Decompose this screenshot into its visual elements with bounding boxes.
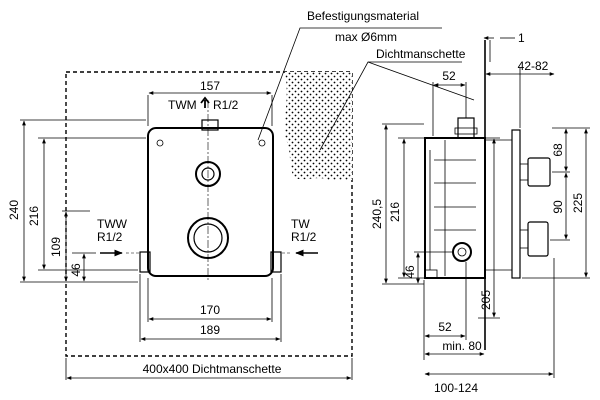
dim-170-text: 170 [200, 303, 220, 317]
dim-42-82-text: 42-82 [518, 59, 549, 73]
dim-225-text: 225 [571, 193, 585, 213]
dim-157-text: 157 [200, 79, 220, 93]
dim-100-124-text: 100-124 [434, 381, 478, 395]
tww-thread-label: R1/2 [97, 230, 123, 244]
dim-240-text: 240 [7, 200, 21, 220]
hatched-wall-area [284, 72, 352, 180]
twm-thread-label: R1/2 [213, 98, 239, 112]
fixing-material-label: Befestigungsmaterial [307, 9, 419, 23]
sealing-collar-label: Dichtmanschette [376, 47, 466, 61]
dim-189-text: 189 [200, 323, 220, 337]
top-connection-stub [201, 119, 219, 131]
mounting-lug-left [139, 251, 151, 273]
dim-205-text: 205 [479, 290, 493, 310]
side-view: 1 42-82 52 240,5 216 46 68 90 225 [370, 31, 590, 395]
dim-52-bottom-text: 52 [438, 320, 452, 334]
dim-46-side-text: 46 [403, 265, 417, 279]
screw-top-left [156, 139, 164, 147]
dim-1-text: 1 [518, 31, 525, 45]
dim-216-side-text: 216 [388, 202, 402, 222]
dim-216-text: 216 [27, 206, 41, 226]
dim-109-text: 109 [49, 237, 63, 257]
collar-size-label: 400x400 Dichtmanschette [143, 362, 282, 376]
tww-label: TWW [97, 217, 128, 231]
dim-52-top-text: 52 [442, 69, 456, 83]
side-knob-bottom [527, 221, 549, 257]
tw-thread-label: R1/2 [291, 230, 317, 244]
side-inlet [452, 242, 472, 262]
mixer-body [147, 127, 274, 277]
dim-68-text: 68 [551, 143, 565, 157]
twm-label: TWM [168, 98, 197, 112]
screw-top-right [258, 139, 266, 147]
cover-plate [511, 129, 521, 279]
fixing-material-size-label: max Ø6mm [335, 30, 397, 44]
front-view: TWM R1/2 TWW R1/2 TW R1/2 157 170 189 [7, 71, 353, 380]
side-body [424, 137, 486, 279]
fixing-material-leader [257, 27, 442, 141]
twm-arrow [200, 96, 210, 108]
annotations: Befestigungsmaterial max Ø6mm Dichtmansc… [257, 9, 475, 151]
tw-label: TW [291, 217, 310, 231]
side-knob-top [527, 157, 551, 187]
dim-46-text: 46 [69, 263, 83, 277]
dim-min80-text: min. 80 [442, 339, 482, 353]
dim-240-5-text: 240,5 [370, 199, 384, 229]
dim-90-text: 90 [551, 200, 565, 214]
mounting-lug-right [270, 251, 282, 273]
